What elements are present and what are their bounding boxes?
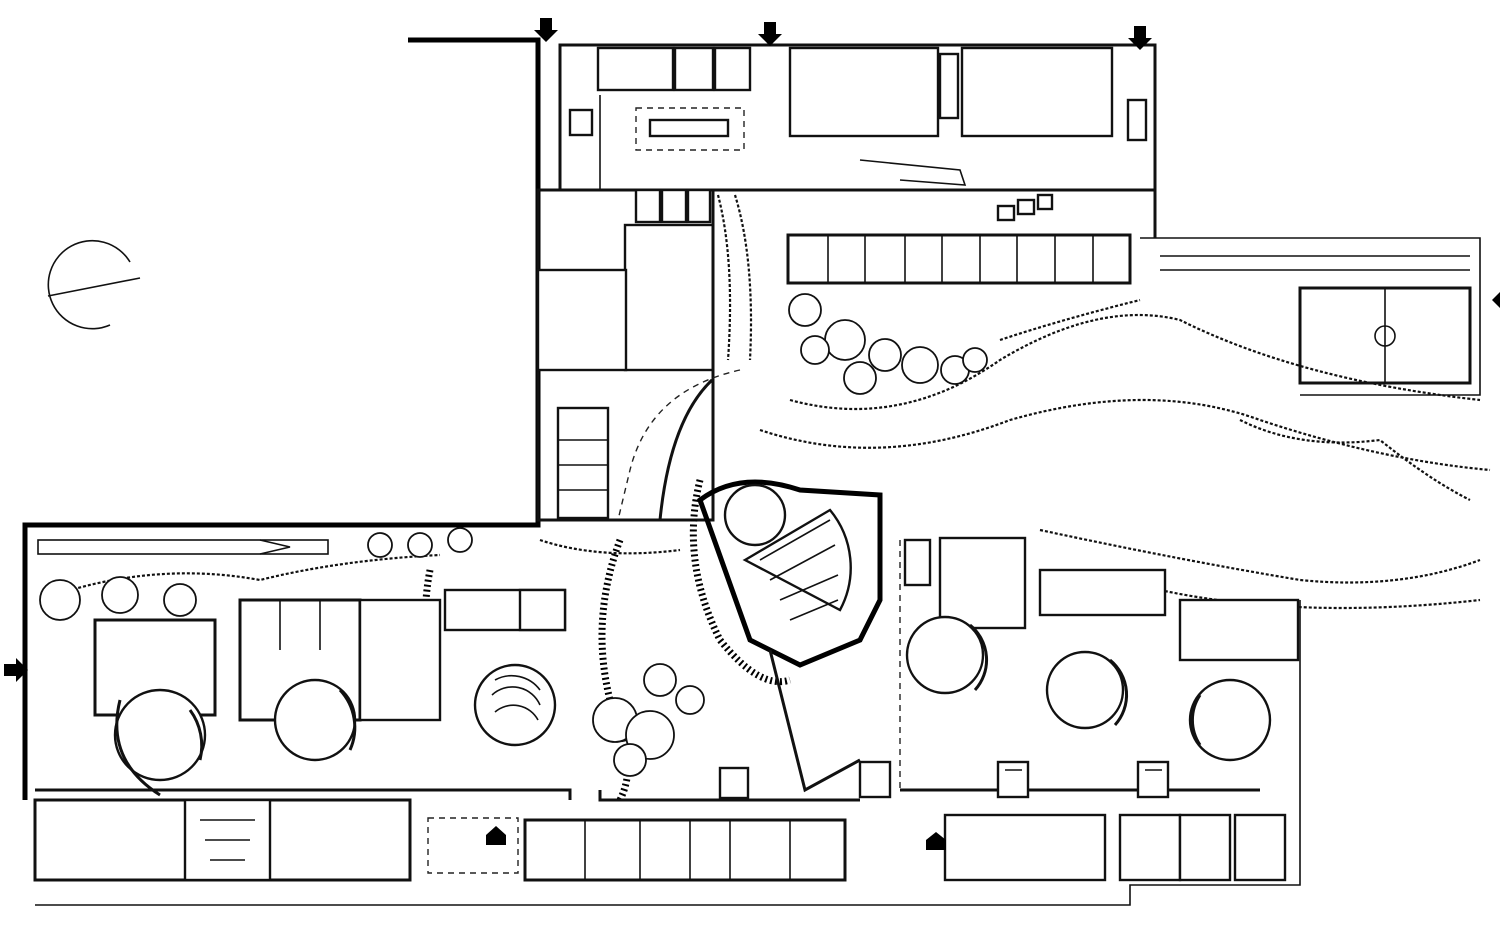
south-classroom-row bbox=[33, 798, 1287, 882]
north-arrow-circle bbox=[47, 239, 141, 330]
sports-court bbox=[1160, 255, 1472, 385]
stair-blocks bbox=[718, 760, 1170, 800]
entrance-arrow-east bbox=[1492, 292, 1500, 308]
entrance-arrow-south-2 bbox=[926, 832, 946, 850]
north-wing bbox=[558, 43, 1157, 222]
tree-cluster-north bbox=[788, 293, 988, 395]
tree-cluster-west bbox=[39, 527, 473, 621]
east-classroom-wing bbox=[899, 536, 1300, 792]
tree-cluster-south bbox=[592, 663, 705, 777]
entrance-arrow-north-1 bbox=[534, 18, 558, 42]
entrance-arrow-north-3 bbox=[1128, 26, 1152, 50]
entrance-arrow-south-1 bbox=[486, 826, 506, 845]
classroom-row-north bbox=[786, 233, 1132, 285]
entrance-arrow-north-2 bbox=[758, 22, 782, 46]
main-building-outline bbox=[35, 45, 1157, 802]
site-boundary bbox=[22, 37, 1481, 906]
entrance-arrow-west bbox=[4, 658, 28, 682]
west-corridor-wing bbox=[536, 188, 753, 522]
long-lanes-west bbox=[37, 539, 329, 555]
central-auditorium bbox=[697, 479, 883, 793]
west-building bbox=[93, 598, 442, 797]
small-auditorium bbox=[443, 588, 567, 747]
